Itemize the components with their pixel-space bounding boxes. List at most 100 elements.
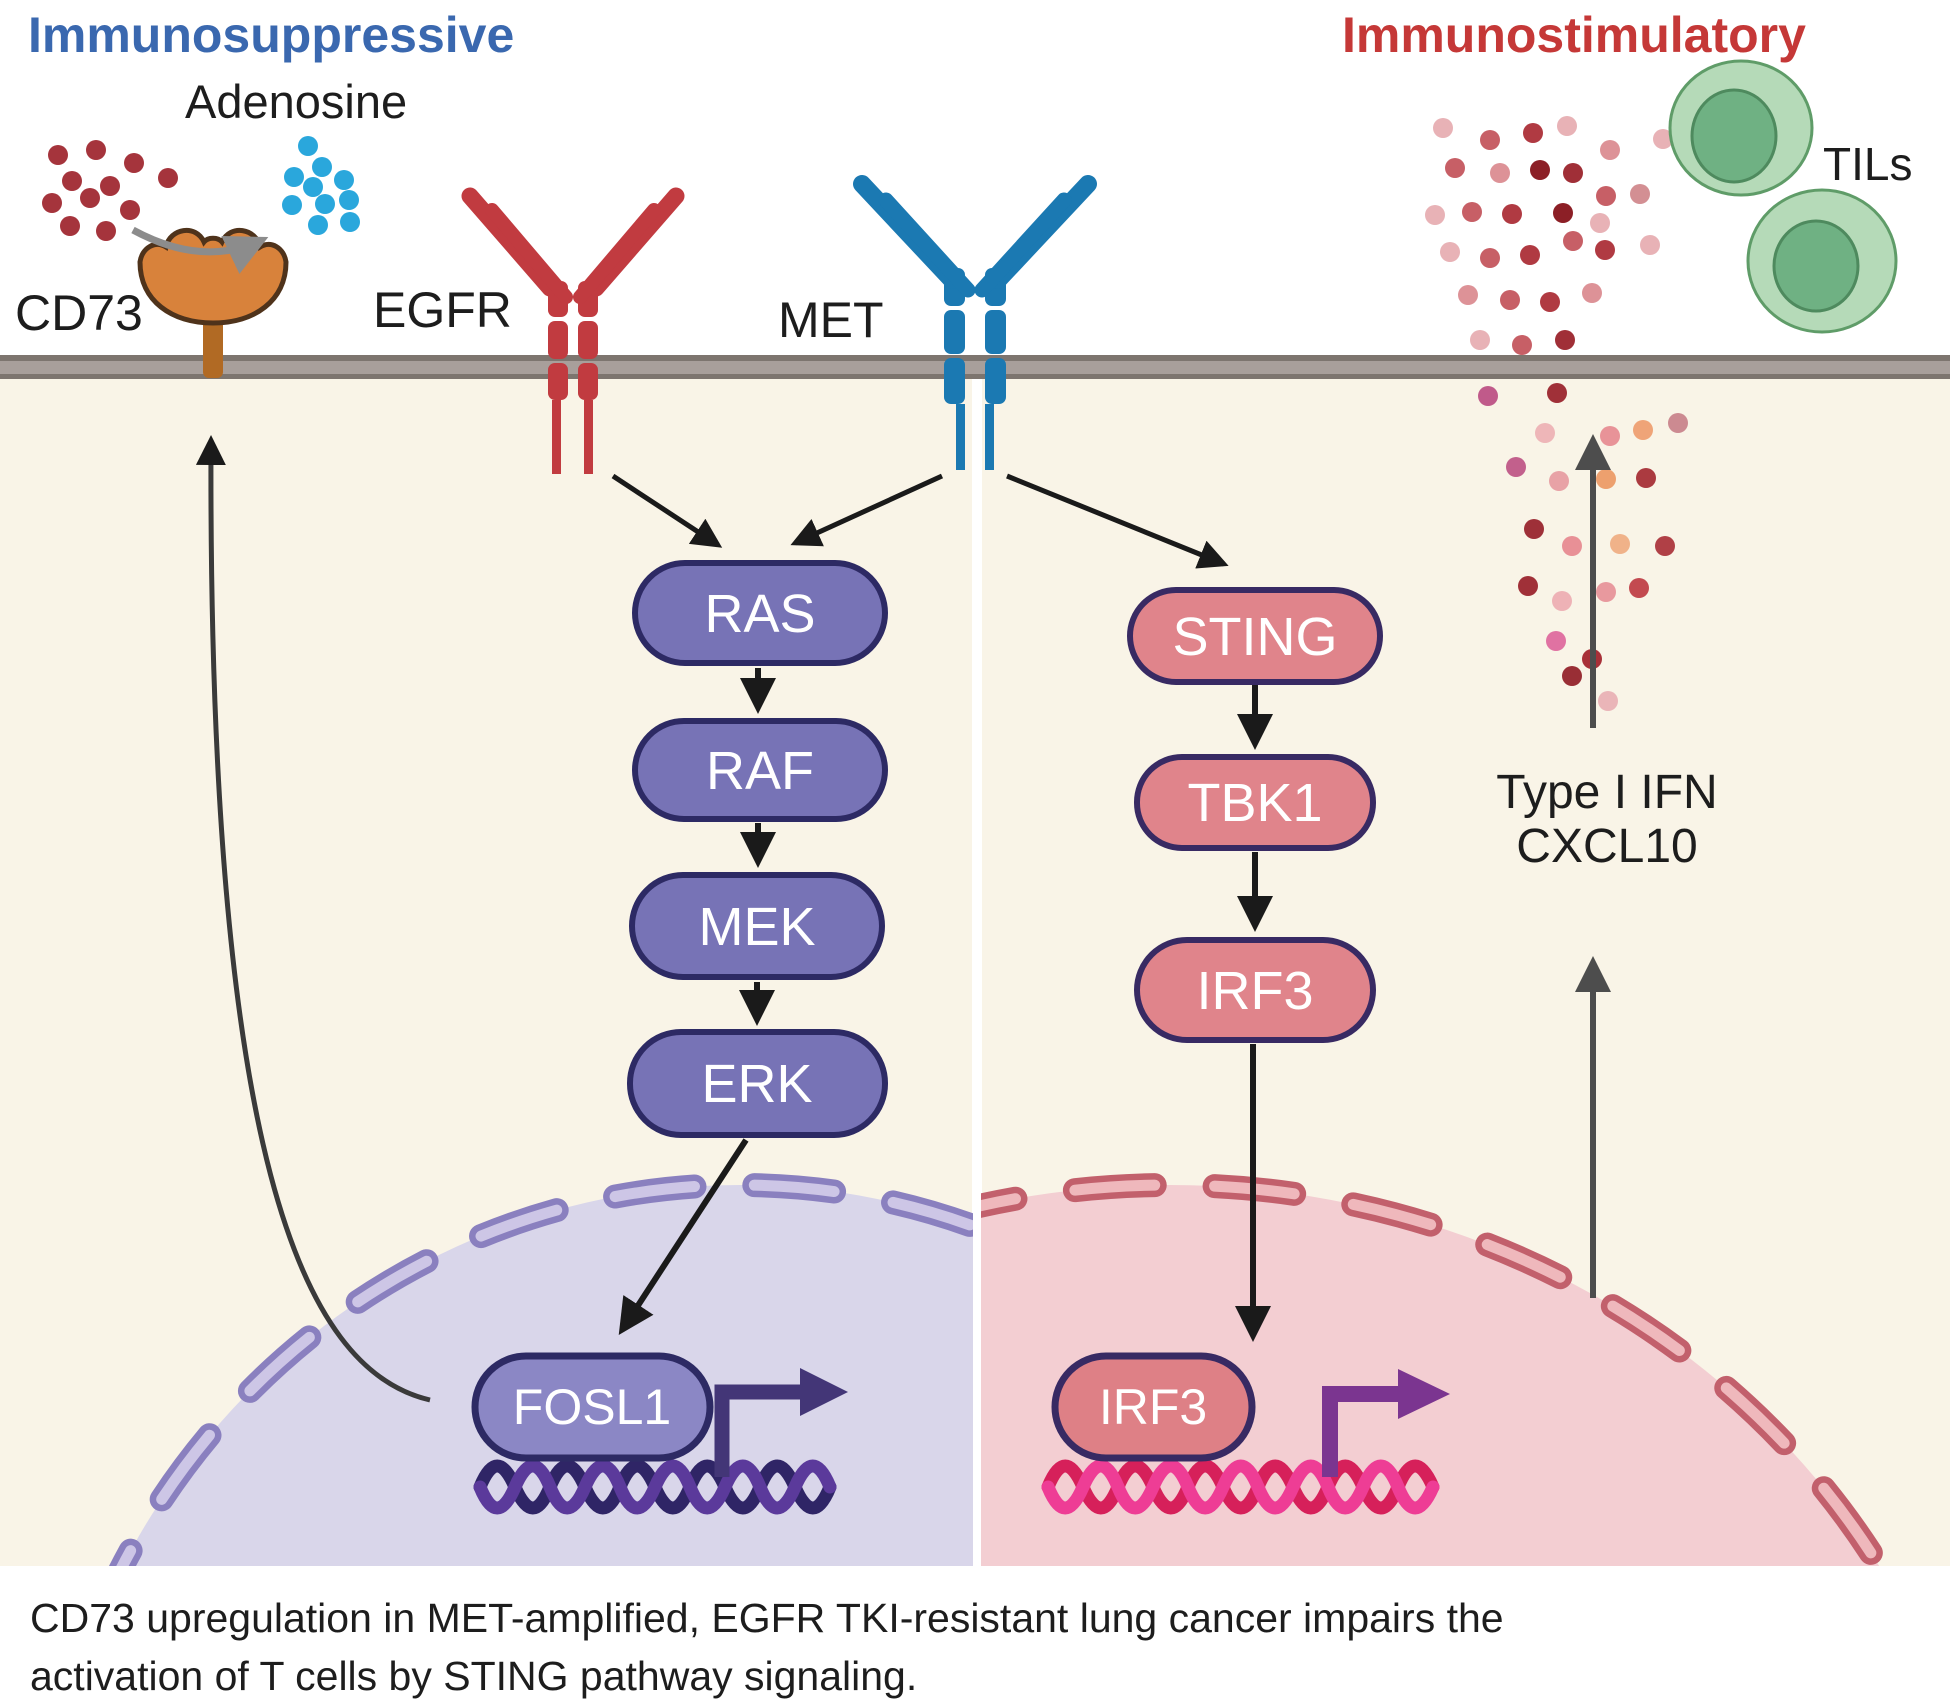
fosl1-to-cd73-arrow — [195, 435, 431, 1403]
molecule-dot — [1462, 202, 1482, 222]
molecule-dot — [42, 193, 62, 213]
irf3-transcription-unit: IRF3 — [1041, 1352, 1450, 1515]
molecule-dot — [62, 171, 82, 191]
immunosuppressive-title: Immunosuppressive — [28, 7, 514, 63]
molecule-dot — [1640, 235, 1660, 255]
cell-membrane — [0, 355, 1950, 379]
molecule-dot — [1546, 631, 1566, 651]
molecule-dot — [80, 188, 100, 208]
molecule-dot — [1629, 578, 1649, 598]
molecule-dot — [1563, 231, 1583, 251]
molecule-dot — [1610, 534, 1630, 554]
mek-node — [629, 872, 885, 980]
molecule-dot — [1598, 691, 1618, 711]
til-cell-1 — [1668, 59, 1814, 197]
molecule-dot — [1653, 129, 1673, 149]
molecule-dot — [1480, 248, 1500, 268]
transcription-arrow-right — [1322, 1386, 1398, 1477]
molecule-dot — [1553, 203, 1573, 223]
molecule-dot — [86, 140, 106, 160]
molecule-dot — [1540, 292, 1560, 312]
fosl1-transcription-unit: FOSL1 — [471, 1352, 848, 1515]
molecule-dot — [340, 212, 360, 232]
molecule-dot — [334, 170, 354, 190]
molecule-dot — [1502, 204, 1522, 224]
irf3-label: IRF3 — [1196, 961, 1313, 1021]
molecule-dot — [48, 145, 68, 165]
mapk-cascade: RAS RAF MEK ERK — [627, 560, 888, 1138]
molecule-dot — [1549, 471, 1569, 491]
molecule-dot — [298, 136, 318, 156]
molecule-dot — [1535, 423, 1555, 443]
molecule-dot — [1636, 468, 1656, 488]
left-right-divider — [972, 379, 982, 1568]
ras-node — [632, 560, 888, 666]
molecule-dot — [1506, 457, 1526, 477]
signal-arrows — [611, 473, 1273, 1342]
sting-label: STING — [1172, 607, 1337, 667]
molecule-dot — [312, 157, 332, 177]
molecule-dot — [1520, 245, 1540, 265]
molecule-dot — [1480, 130, 1500, 150]
molecule-dot — [308, 215, 328, 235]
caption-line-1: CD73 upregulation in MET-amplified, EGFR… — [30, 1595, 1504, 1641]
raf-node — [632, 718, 888, 822]
molecule-dot — [1562, 666, 1582, 686]
secreted-cytokine-dots-upper — [1425, 116, 1673, 355]
cd73-stalk — [203, 312, 223, 378]
molecule-dot — [1596, 582, 1616, 602]
irf3-node — [1134, 937, 1376, 1043]
erk-node — [627, 1029, 888, 1138]
molecule-dot — [100, 176, 120, 196]
egfr-receptor-icon — [461, 187, 685, 474]
met-to-ras-arrow — [790, 473, 944, 547]
adenosine-dots — [282, 136, 360, 235]
molecule-dot — [158, 168, 178, 188]
til-cells — [1668, 59, 1898, 334]
molecule-dot — [1530, 160, 1550, 180]
molecule-dot — [1518, 576, 1538, 596]
egfr-to-ras-arrow — [611, 473, 723, 548]
molecule-dot — [60, 216, 80, 236]
transcription-arrow-left — [714, 1384, 800, 1477]
tbk1-node — [1134, 754, 1376, 851]
irf3-nuclear-node — [1051, 1352, 1256, 1462]
molecule-dot — [1425, 205, 1445, 225]
molecule-dot — [1490, 163, 1510, 183]
met-receptor-icon — [853, 175, 1097, 470]
molecule-dot — [1668, 413, 1688, 433]
amp-dots — [42, 140, 178, 241]
molecule-dot — [1547, 383, 1567, 403]
met-label: MET — [778, 292, 884, 348]
molecule-dot — [1523, 123, 1543, 143]
molecule-dot — [1563, 163, 1583, 183]
molecule-dot — [1600, 426, 1620, 446]
fosl1-label: FOSL1 — [513, 1379, 671, 1435]
egfr-label: EGFR — [373, 282, 512, 338]
molecule-dot — [1633, 420, 1653, 440]
molecule-dot — [1562, 536, 1582, 556]
molecule-dot — [1555, 330, 1575, 350]
molecule-dot — [1552, 591, 1572, 611]
molecule-dot — [1512, 335, 1532, 355]
molecule-dot — [1500, 290, 1520, 310]
molecule-dot — [1630, 184, 1650, 204]
tbk1-label: TBK1 — [1187, 773, 1322, 833]
type1-ifn-label: Type I IFN — [1496, 766, 1717, 819]
immunostimulatory-title: Immunostimulatory — [1342, 7, 1806, 63]
tils-label: TILs — [1823, 138, 1912, 190]
molecule-dot — [1433, 118, 1453, 138]
dna-helix-left-strand2 — [473, 1459, 837, 1515]
molecule-dot — [1440, 242, 1460, 262]
molecule-dot — [1445, 158, 1465, 178]
molecule-dot — [339, 190, 359, 210]
erk-to-fosl1-arrow — [618, 1138, 749, 1336]
erk-label: ERK — [701, 1054, 812, 1114]
molecule-dot — [1557, 116, 1577, 136]
molecule-dot — [303, 177, 323, 197]
til-cell-2 — [1746, 188, 1898, 334]
molecule-dot — [284, 167, 304, 187]
molecule-dot — [315, 194, 335, 214]
